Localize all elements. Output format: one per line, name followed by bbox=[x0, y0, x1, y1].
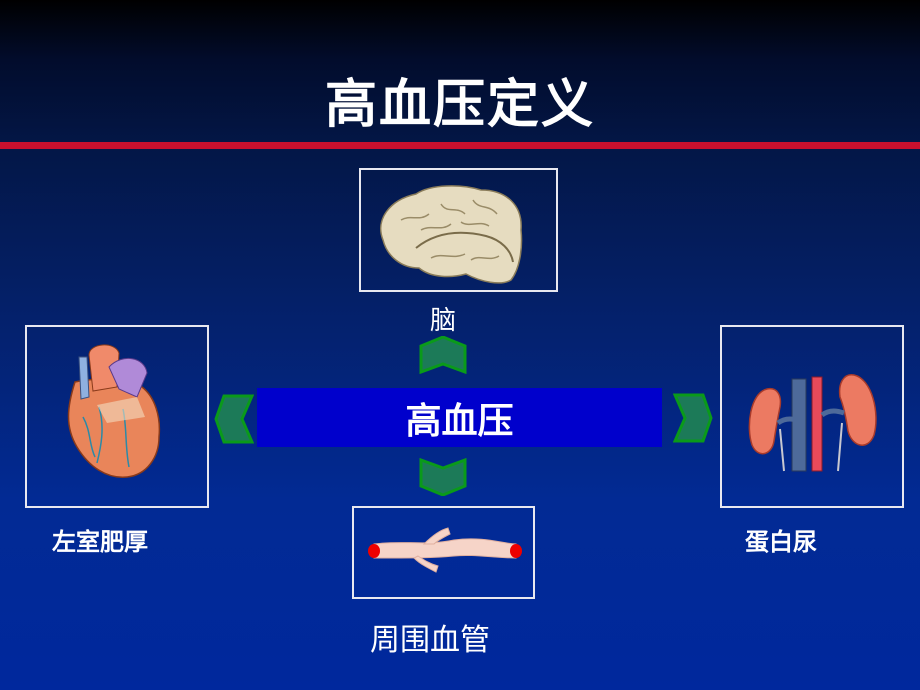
vessel-label: 周围血管 bbox=[370, 623, 490, 658]
heart-icon bbox=[67, 344, 161, 478]
brain-panel bbox=[359, 168, 558, 292]
brain-icon bbox=[380, 185, 523, 284]
kidney-label: 蛋白尿 bbox=[745, 528, 817, 556]
title-divider bbox=[0, 142, 920, 149]
hypertension-center-label: 高血压 bbox=[257, 388, 662, 447]
heart-label: 左室肥厚 bbox=[52, 528, 148, 556]
chevron-up-icon bbox=[419, 336, 467, 374]
slide-title: 高血压定义 bbox=[324, 75, 595, 135]
kidney-panel bbox=[720, 325, 904, 508]
brain-label: 脑 bbox=[430, 306, 457, 336]
kidney-icon bbox=[748, 374, 877, 472]
blood-vessel-icon bbox=[368, 527, 522, 573]
chevron-left-icon bbox=[214, 394, 254, 444]
chevron-down-icon bbox=[419, 458, 467, 496]
heart-panel bbox=[25, 325, 209, 508]
center-label-text: 高血压 bbox=[405, 400, 514, 442]
chevron-right-icon bbox=[673, 393, 713, 443]
vessel-panel bbox=[352, 506, 535, 599]
